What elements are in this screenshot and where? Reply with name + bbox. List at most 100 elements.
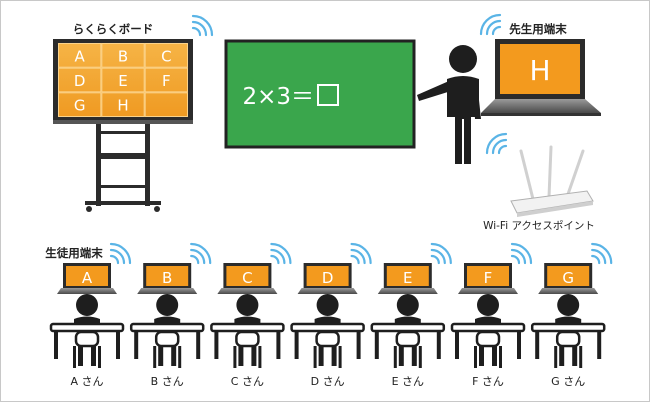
student-head [316, 294, 339, 316]
student-desk [290, 322, 365, 333]
desk-leg [455, 331, 459, 359]
router-antennas [519, 145, 585, 201]
student-desk [129, 322, 205, 333]
board-cell [58, 43, 102, 68]
student-laptop-screen [467, 266, 509, 286]
student-station: B B さん [129, 242, 212, 388]
student-leg [411, 346, 417, 366]
student-desk [530, 322, 606, 333]
student-station: F F さん [450, 242, 533, 388]
chalkboard: 2×3＝ [224, 39, 416, 149]
board-cell-letter: B [118, 47, 128, 65]
student-station: DD さん [290, 242, 372, 388]
student-desk [450, 322, 526, 333]
student-head [76, 294, 98, 316]
student-name: A さん [70, 375, 103, 388]
board-label: らくらくボード [73, 22, 154, 36]
student-leg [91, 346, 96, 366]
answer-box [317, 84, 339, 106]
student-body [314, 316, 341, 324]
student-body [475, 316, 501, 324]
student-laptop-screen [226, 266, 269, 286]
student-chair-back [74, 330, 100, 348]
board-stand [85, 124, 161, 212]
chalkboard-equation: 2×3＝ [242, 84, 314, 110]
student-head [557, 294, 580, 316]
teacher-terminal-label: 先生用端末 [509, 22, 567, 36]
student-body [74, 316, 100, 324]
student-leg [238, 346, 244, 366]
board-cell [144, 92, 189, 118]
chair-leg [418, 346, 422, 368]
board-cell-letter: D [74, 72, 86, 90]
student-laptop-base [538, 288, 599, 294]
student-body [154, 316, 181, 324]
desk-leg [196, 331, 201, 359]
student-screen-letter: B [162, 269, 172, 287]
student-body [555, 316, 582, 324]
student-laptop-screen [547, 266, 590, 286]
student-chair-back [315, 330, 340, 348]
student-leg [251, 346, 257, 366]
student-leg [572, 346, 578, 366]
student-leg [78, 346, 83, 366]
student-wifi-icon [270, 242, 292, 265]
board-cell-letter: E [118, 72, 127, 90]
student-chair-back [395, 330, 421, 348]
board-cell-letter: F [162, 72, 171, 90]
teacher-laptop-base [481, 99, 601, 113]
student-desk [370, 322, 446, 333]
student-body [234, 316, 261, 324]
student-head [477, 294, 499, 316]
student-name: G さん [551, 375, 585, 388]
student-leg [479, 346, 484, 366]
chair-leg [233, 346, 237, 368]
teacher-figure [417, 45, 481, 164]
board-bottom-edge [53, 120, 193, 124]
student-laptop-base [297, 288, 358, 294]
desk-leg [374, 331, 379, 359]
desk-leg [356, 331, 361, 359]
student-wifi-icon [350, 242, 372, 265]
student-screen-letter: E [403, 269, 412, 287]
student-screen-letter: C [242, 269, 252, 287]
student-name: D さん [311, 375, 345, 388]
student-desk [210, 322, 285, 333]
board-cell [101, 67, 145, 93]
student-leg [398, 346, 404, 366]
board-wifi-icon [191, 14, 214, 37]
student-screen-letter: F [484, 269, 493, 287]
desk-leg [116, 331, 120, 359]
desk-leg [276, 331, 281, 359]
student-station: CC さん [210, 242, 292, 388]
student-laptop-base [377, 288, 438, 294]
board-cell [144, 67, 189, 93]
chair-leg [393, 346, 397, 368]
student-chair-back [235, 330, 260, 348]
student-laptop-screen [306, 266, 349, 286]
student-head [396, 294, 419, 316]
chair-leg [474, 346, 477, 368]
chair-leg [579, 346, 583, 368]
teacher-laptop-screen [500, 44, 580, 94]
student-laptop-screen [146, 266, 189, 286]
student-screen-letter: G [562, 269, 574, 287]
board-cell [58, 92, 102, 118]
students-label: 生徒用端末 [45, 246, 103, 260]
student-wifi-icon [190, 242, 212, 265]
student-head [236, 294, 259, 316]
student-body [394, 316, 421, 324]
student-name: F さん [472, 375, 504, 388]
student-name: B さん [151, 375, 184, 388]
student-laptop-base [137, 288, 198, 294]
desk-leg [294, 331, 299, 359]
teacher-screen-letter: H [529, 54, 550, 87]
student-station: G G さん [530, 242, 613, 388]
student-name: E さん [392, 375, 424, 388]
student-station: AA さん [49, 242, 132, 388]
student-leg [331, 346, 337, 366]
student-leg [559, 346, 565, 366]
